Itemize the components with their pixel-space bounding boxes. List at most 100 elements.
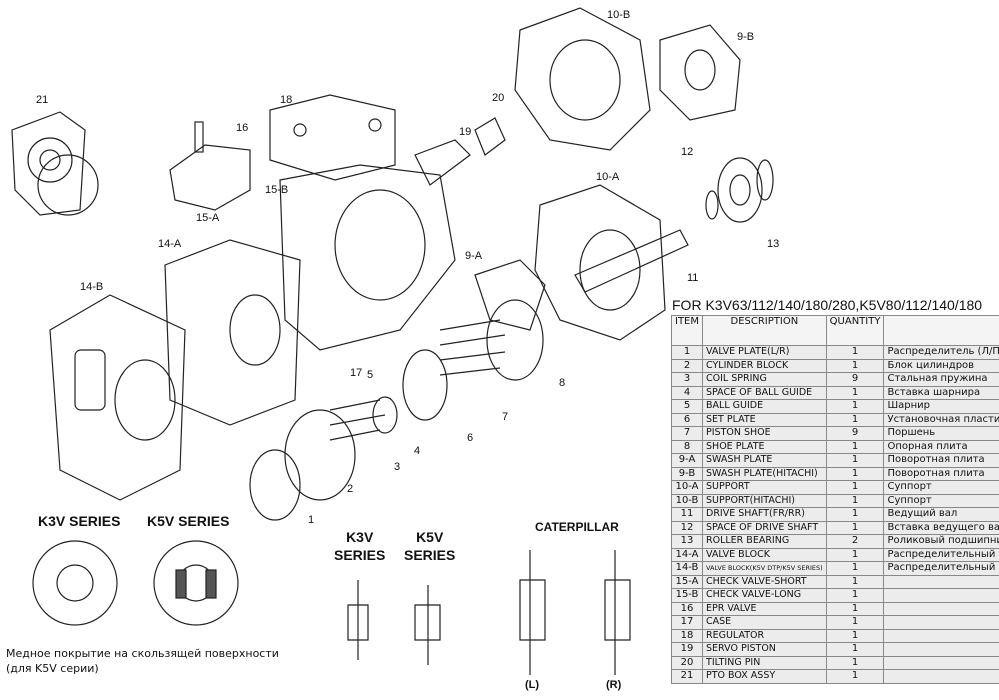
callout-3: 3 (394, 461, 400, 473)
cell-desc: PISTON SHOE (702, 426, 827, 441)
cell-item: 18 (670, 628, 704, 643)
cell-qty: 1 (825, 601, 885, 616)
cell-item: 4 (670, 385, 704, 400)
cell-ru: Установочная пластина (883, 412, 999, 427)
callout-5: 5 (367, 369, 373, 381)
callout-14-A: 14-A (158, 238, 182, 250)
caterpillar-section-views (519, 550, 631, 675)
cell-desc: SUPPORT (702, 480, 827, 495)
cell-ru: Шарнир (883, 399, 999, 414)
cell-qty: 1 (825, 453, 885, 468)
cell-desc: CHECK VALVE-LONG (702, 588, 827, 603)
part-regulator (269, 94, 396, 181)
cell-qty: 1 (825, 358, 885, 373)
cell-desc: SWASH PLATE(HITACHI) (702, 466, 827, 481)
cell-item: 7 (670, 426, 704, 441)
cell-desc: CHECK VALVE-SHORT (702, 574, 827, 589)
cell-ru (883, 628, 999, 643)
cell-ru (883, 669, 999, 684)
cell-qty: 1 (825, 615, 885, 630)
cell-qty: 9 (825, 426, 885, 441)
cell-ru (883, 655, 999, 670)
callout-20: 20 (492, 92, 504, 104)
part-shoe-plate (486, 299, 544, 381)
callout-14-B: 14-B (80, 281, 103, 293)
part-piston-shoes (439, 319, 506, 376)
cell-item: 9-A (670, 453, 704, 468)
cell-item: 19 (670, 642, 704, 657)
part-servo-piston (414, 139, 471, 186)
cell-qty: 1 (825, 561, 885, 576)
cell-ru: Вставка шарнира (883, 385, 999, 400)
cell-item: 14-B (670, 561, 704, 576)
k5v-section-view (414, 585, 441, 665)
callout-17: 17 (350, 367, 362, 379)
cell-desc: VALVE BLOCK (702, 547, 827, 562)
cell-desc: COIL SPRING (702, 372, 827, 387)
callout-21: 21 (36, 94, 48, 106)
k3v-series-label: K3V SERIES (38, 513, 121, 529)
cell-ru (883, 601, 999, 616)
cell-qty: 1 (825, 669, 885, 684)
part-tilting-pin (474, 117, 506, 156)
callout-labels: 123456789-A9-B10-A10-B11121314-A14-B15-A… (36, 9, 779, 526)
cell-item: 16 (670, 601, 704, 616)
k3v-series-section-label: K3V SERIES (334, 529, 386, 563)
cell-item: 9-B (670, 466, 704, 481)
part-ball-guide (372, 396, 398, 434)
cell-desc: CASE (702, 615, 827, 630)
copper-coating-note: Медное покрытие на скользящей поверхност… (6, 647, 279, 675)
callout-8: 8 (559, 377, 565, 389)
cell-ru: Роликовый подшипник (883, 534, 999, 549)
part-set-plate (402, 349, 448, 421)
part-valve-block-a (164, 239, 301, 426)
cell-ru (883, 588, 999, 603)
cell-ru: Стальная пружина (883, 372, 999, 387)
callout-18: 18 (280, 94, 292, 106)
right-label: (R) (606, 679, 622, 691)
cell-desc: ROLLER BEARING (702, 534, 827, 549)
cell-ru: Распределительный блок (883, 561, 999, 576)
callout-15-B: 15-B (265, 184, 288, 196)
cell-ru: Поворотная плита (883, 466, 999, 481)
part-cylinder-block (284, 399, 386, 501)
cell-desc: SET PLATE (702, 412, 827, 427)
callout-2: 2 (347, 483, 353, 495)
cell-ru: Вставка ведущего вала (883, 520, 999, 535)
cell-ru: Суппорт (883, 480, 999, 495)
header-description: DESCRIPTION (702, 315, 827, 346)
left-label: (L) (525, 679, 540, 691)
cell-item: 8 (670, 439, 704, 454)
cell-item: 12 (670, 520, 704, 535)
cell-ru: Ведущий вал (883, 507, 999, 522)
cell-desc: VALVE PLATE(L/R) (702, 345, 827, 360)
cell-item: 15-A (670, 574, 704, 589)
cell-item: 2 (670, 358, 704, 373)
callout-11: 11 (687, 272, 698, 284)
cell-ru (883, 615, 999, 630)
callout-13: 13 (767, 238, 779, 250)
cell-qty: 1 (825, 466, 885, 481)
callout-10-B: 10-B (607, 9, 630, 21)
cell-desc: REGULATOR (702, 628, 827, 643)
cell-qty: 1 (825, 399, 885, 414)
cell-desc: SPACE OF BALL GUIDE (702, 385, 827, 400)
k5v-valve-plate-view (153, 540, 239, 626)
cell-qty: 1 (825, 655, 885, 670)
callout-9-B: 9-B (737, 31, 754, 43)
